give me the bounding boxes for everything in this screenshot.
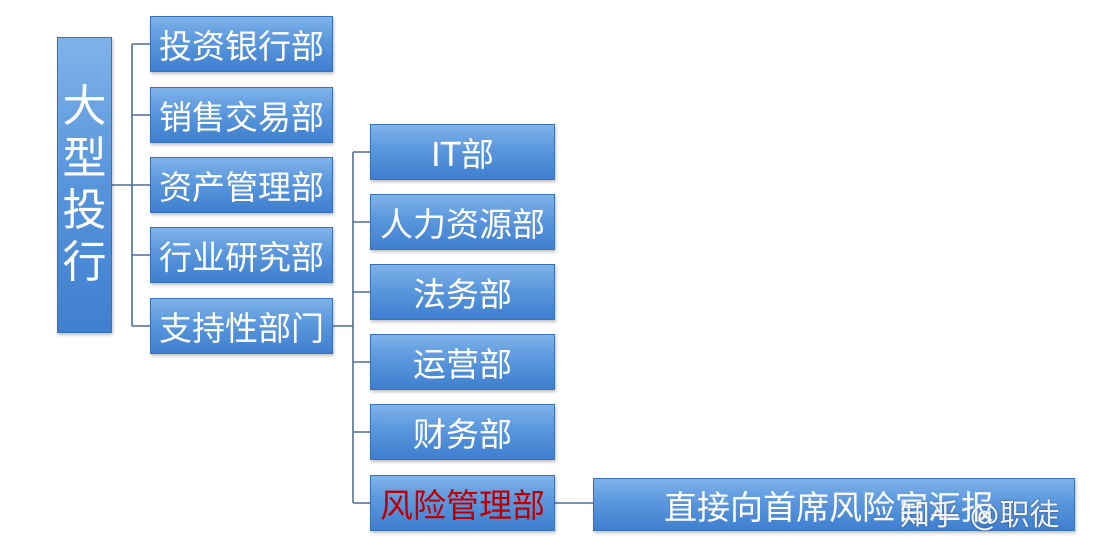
root-char: 投 xyxy=(62,185,107,236)
department-label: 销售交易部 xyxy=(159,98,324,137)
risk-management-node: 风险管理部 xyxy=(370,475,555,531)
department-label: 行业研究部 xyxy=(159,238,324,277)
support-department-node: 人力资源部 xyxy=(370,194,555,250)
department-node: 投资银行部 xyxy=(150,16,333,72)
support-department-label: 运营部 xyxy=(413,345,512,384)
department-label: 支持性部门 xyxy=(159,309,324,348)
support-department-node: 运营部 xyxy=(370,334,555,390)
watermark: 知乎 @职徒 xyxy=(900,498,1060,533)
department-label: 资产管理部 xyxy=(159,168,324,207)
support-department-label: 风险管理部 xyxy=(380,486,545,525)
risk-report-label: 直接向首席风险官汇报 xyxy=(664,487,994,527)
root-node-big-investment-bank: 大 型 投 行 xyxy=(57,37,112,333)
root-char: 型 xyxy=(62,133,107,184)
root-char: 行 xyxy=(62,237,107,288)
department-node: 行业研究部 xyxy=(150,227,333,283)
support-department-node: IT部 xyxy=(370,124,555,180)
support-department-label: 法务部 xyxy=(413,275,512,314)
department-label: 投资银行部 xyxy=(159,27,324,66)
department-node-support: 支持性部门 xyxy=(150,298,333,354)
risk-report-node: 直接向首席风险官汇报 xyxy=(593,478,1075,531)
support-department-label: 财务部 xyxy=(413,415,512,454)
department-node: 销售交易部 xyxy=(150,87,333,143)
support-department-node: 财务部 xyxy=(370,404,555,460)
support-department-label: 人力资源部 xyxy=(380,205,545,244)
department-node: 资产管理部 xyxy=(150,157,333,213)
support-department-label: IT部 xyxy=(431,135,494,174)
root-char: 大 xyxy=(62,81,107,132)
support-department-node: 法务部 xyxy=(370,264,555,320)
